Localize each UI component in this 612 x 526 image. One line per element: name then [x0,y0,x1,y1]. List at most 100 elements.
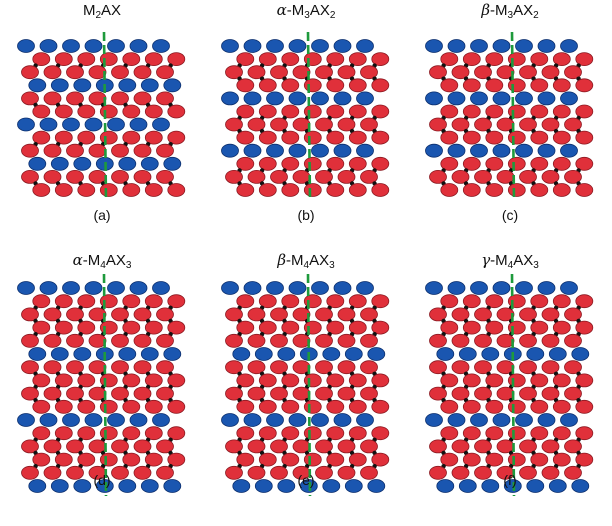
a-atom [367,347,386,361]
m-atom [32,320,51,335]
m-atom [575,78,594,93]
a-atom [243,413,262,427]
m-atom [32,399,51,414]
m-atom [111,333,129,348]
m-atom [564,169,582,184]
a-atom [107,281,125,295]
m-atom [133,333,152,348]
m-atom [462,104,481,119]
a-atom [470,91,488,106]
crystal-lattice-d [17,273,186,497]
c-axis-line [102,31,108,201]
m-atom [315,307,333,322]
m-atom [247,333,266,348]
m-atom [371,452,390,467]
m-atom [133,439,152,454]
m-atom [144,294,163,309]
panel-title-sub2: 3 [329,260,335,271]
m-atom [88,333,107,348]
panel-title-sub1: 4 [100,260,106,271]
m-atom [485,452,504,467]
panel-a: M2AX (a) [0,0,204,263]
a-atom [344,479,363,493]
m-atom [77,373,96,388]
m-atom [348,399,367,414]
panel-title-sub1: 2 [95,10,102,21]
panel-title-dash: - [490,252,496,269]
panel-caption-e: (e) [297,472,315,488]
m-atom [247,65,266,80]
a-atom [560,39,578,53]
m-atom [32,183,51,197]
a-atom [221,39,239,53]
m-atom [270,360,288,375]
a-atom [232,479,251,493]
c-axis-line [102,273,108,497]
a-atom [84,39,103,53]
m-atom [337,360,356,375]
m-atom [440,52,459,66]
m-atom [552,156,571,171]
m-atom [133,465,152,480]
m-atom [337,169,356,184]
m-atom [66,143,84,158]
a-atom [28,347,47,361]
m-atom [167,183,186,197]
m-atom [575,320,594,335]
m-atom [337,439,356,454]
m-atom [258,130,277,145]
m-atom [122,52,141,66]
a-atom [118,479,137,493]
m-atom [462,78,481,93]
m-atom [111,360,129,375]
m-atom [144,52,163,66]
m-atom [348,320,367,335]
m-atom [360,333,378,348]
m-atom [156,307,174,322]
m-atom [156,465,174,480]
m-atom [575,399,594,414]
c-axis-line [306,273,312,497]
m-atom [99,104,118,119]
m-atom [43,65,62,80]
m-atom [270,117,288,132]
m-atom [21,360,39,375]
a-atom [492,413,511,427]
a-atom [515,143,533,158]
m-atom [144,399,163,414]
m-atom [337,386,356,401]
m-atom [167,399,186,414]
a-atom [140,347,159,361]
m-atom [440,183,459,197]
m-atom [258,426,277,441]
m-atom [167,52,186,66]
m-atom [496,333,515,348]
m-atom [156,169,174,184]
panel-e: β-M4AX3 (e) [204,250,408,513]
m-atom [122,130,141,145]
m-atom [122,104,141,119]
m-atom [440,104,459,119]
a-atom [515,91,533,106]
m-atom [462,130,481,145]
m-atom [315,117,333,132]
a-atom [62,117,80,132]
m-atom [564,465,582,480]
m-atom [552,104,571,119]
a-atom [17,117,35,132]
panel-title-greek: γ [481,251,491,269]
m-atom [32,373,51,388]
m-atom [541,307,560,322]
m-atom [156,439,174,454]
m-atom [519,465,537,480]
m-atom [371,104,390,119]
m-atom [111,386,129,401]
m-atom [236,294,255,309]
m-atom [281,452,300,467]
a-atom [152,39,170,53]
m-atom [371,320,390,335]
m-atom [225,333,243,348]
a-atom [163,347,182,361]
m-atom [144,183,163,197]
m-atom [292,333,311,348]
